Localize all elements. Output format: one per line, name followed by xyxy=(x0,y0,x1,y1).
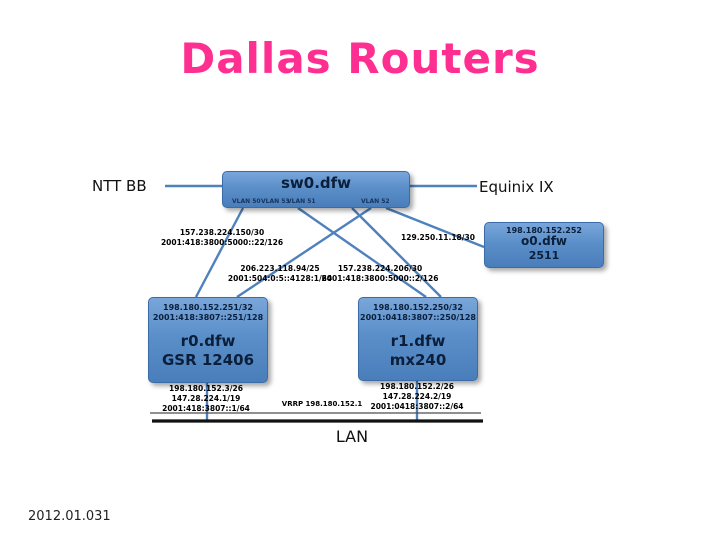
r0-name: r0.dfw xyxy=(180,331,236,350)
ntt-r0-ip4: 157.238.224.150/30 xyxy=(179,228,265,237)
slide-title: Dallas Routers xyxy=(180,34,540,83)
r1-lan-addresses: 198.180.152.2/26 147.28.224.2/19 2001:04… xyxy=(370,382,463,412)
label-equinix-ix: Equinix IX xyxy=(479,178,554,196)
r1-ip6: 2001:0418:3807::250/128 xyxy=(360,313,476,323)
slide-footer: 2012.01.031 xyxy=(28,509,111,524)
o0-link-ip4: 129.250.11.18/30 xyxy=(401,233,475,242)
o0-ip: 198.180.152.252 xyxy=(506,226,582,235)
r0-lan-ip4: 198.180.152.3/26 xyxy=(169,384,243,393)
node-r0-router: 198.180.152.251/32 2001:418:3807::251/12… xyxy=(148,297,268,383)
r0-lan-ip6: 2001:418:3807::1/64 xyxy=(162,404,250,414)
label-ntt-bb: NTT BB xyxy=(92,177,147,195)
sw0-vlan50-label: VLAN 50 xyxy=(232,198,261,205)
vrrp-label: VRRP 198.180.152.1 xyxy=(281,400,363,408)
r0-lan-ip4b: 147.28.224.1/19 xyxy=(171,394,241,404)
node-o0-router: 198.180.152.252 o0.dfw 2511 xyxy=(484,222,604,268)
r0-ip6: 2001:418:3807::251/128 xyxy=(152,313,264,323)
r1-lan-ip4b: 147.28.224.2/19 xyxy=(382,392,452,402)
r0-model: GSR 12406 xyxy=(161,350,255,369)
sw0-name: sw0.dfw xyxy=(280,174,352,192)
r1-model: mx240 xyxy=(389,350,447,369)
node-sw0-switch: sw0.dfw VLAN 50 VLAN 53 VLAN 51 VLAN 52 xyxy=(222,171,410,208)
sw0-vlan53-label: VLAN 53 xyxy=(261,198,290,205)
link-label-o0: 129.250.11.18/30 xyxy=(401,233,475,243)
sw0-vlan51-label: VLAN 51 xyxy=(287,198,316,205)
o0-model: 2511 xyxy=(528,248,560,262)
ix-r0-ip4: 206.223.118.94/25 xyxy=(240,264,320,273)
link-label-ntt-r0: 157.238.224.150/30 2001:418:3800:5000::2… xyxy=(161,228,283,248)
node-r1-router: 198.180.152.250/32 2001:0418:3807::250/1… xyxy=(358,297,478,381)
ntt-r1-ip6: 2001:418:3800:5000::2/126 xyxy=(321,274,439,284)
link-label-ntt-r1: 157.238.224.206/30 2001:418:3800:5000::2… xyxy=(322,264,439,284)
r1-lan-ip4: 198.180.152.2/26 xyxy=(380,382,454,391)
lan-label: LAN xyxy=(335,427,369,446)
ix-r0-ip6: 2001:504:0:5::4128:1/64 xyxy=(227,274,333,284)
sw0-vlan52-label: VLAN 52 xyxy=(361,198,390,205)
ntt-r0-ip6: 2001:418:3800:5000::22/126 xyxy=(160,238,284,248)
r0-lan-addresses: 198.180.152.3/26 147.28.224.1/19 2001:41… xyxy=(162,384,250,414)
r0-ip4: 198.180.152.251/32 xyxy=(163,303,253,312)
link-label-ix-r0: 206.223.118.94/25 2001:504:0:5::4128:1/6… xyxy=(228,264,332,284)
r1-ip4: 198.180.152.250/32 xyxy=(373,303,463,312)
o0-name: o0.dfw xyxy=(520,234,568,248)
r1-lan-ip6: 2001:0418:3807::2/64 xyxy=(370,402,464,412)
ntt-r1-ip4: 157.238.224.206/30 xyxy=(337,264,423,273)
r1-name: r1.dfw xyxy=(390,331,446,350)
